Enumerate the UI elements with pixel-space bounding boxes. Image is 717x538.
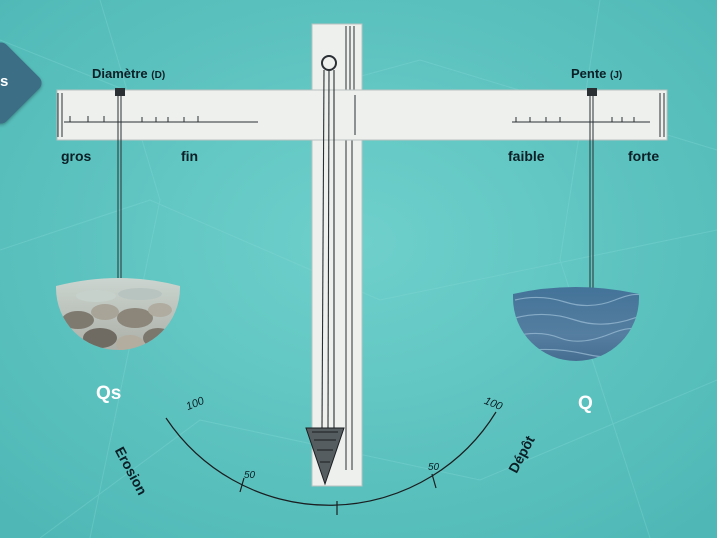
beam-pencil-lines <box>57 93 665 137</box>
beam-scale-ticks <box>69 116 635 122</box>
pointer-tip-hatching <box>312 431 338 463</box>
dial-tick-right-50: 50 <box>428 462 440 473</box>
sediment-load-label: Qs <box>96 383 122 404</box>
slope-low-label: faible <box>508 148 545 164</box>
slope-high-label: forte <box>628 148 660 164</box>
pointer-tip <box>305 427 345 486</box>
corner-badge-text: s <box>0 73 9 90</box>
diameter-title: Diamètre <box>92 66 148 81</box>
diameter-symbol: (D) <box>151 70 166 81</box>
dial-ticks <box>239 473 437 515</box>
left-hanger-strings <box>117 92 122 290</box>
right-hanger-clip <box>587 88 597 96</box>
diameter-high-label: fin <box>181 148 199 164</box>
post-pencil-lines <box>345 26 355 470</box>
balance-beam <box>56 89 668 141</box>
water-discharge-label: Q <box>578 393 593 414</box>
left-hanger-clip <box>115 88 125 96</box>
slope-title: Pente <box>571 66 607 81</box>
pivot-ring <box>321 55 337 71</box>
diameter-low-label: gros <box>61 148 92 164</box>
slope-symbol: (J) <box>610 70 623 81</box>
slope-label: Pente (J) <box>571 66 622 81</box>
diameter-label: Diamètre (D) <box>92 66 165 81</box>
dial-arc <box>165 411 497 506</box>
dial-tick-left-50: 50 <box>244 470 256 481</box>
right-hanger-strings <box>589 92 594 300</box>
pointer-needle <box>321 69 335 429</box>
